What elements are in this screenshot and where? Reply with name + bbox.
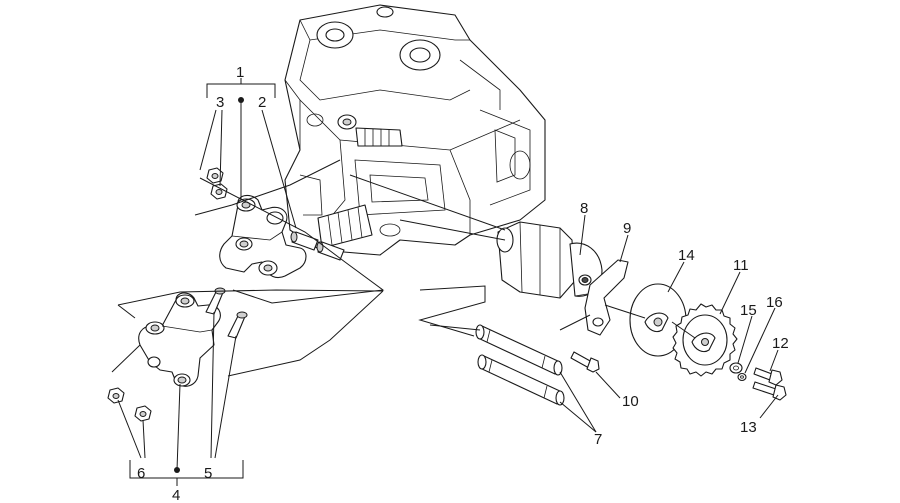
rocker-arm-upper (219, 194, 307, 279)
callout-1: 1 (236, 64, 244, 81)
cylinder-head (284, 4, 546, 256)
callout-12: 12 (772, 335, 789, 352)
leader-lines (111, 78, 779, 486)
camshaft-sprocket (672, 303, 738, 377)
callout-3: 3 (216, 94, 224, 111)
rocker-arm-lower (138, 292, 221, 387)
callout-14: 14 (678, 247, 695, 264)
callout-2: 2 (258, 94, 266, 111)
callout-10: 10 (622, 393, 639, 410)
washer-16 (737, 372, 747, 382)
dot-marker-upper (238, 97, 244, 103)
bolt-12 (753, 367, 783, 386)
rocker-shaft-upper (475, 324, 563, 376)
callout-5: 5 (204, 465, 212, 482)
callout-13: 13 (740, 419, 757, 436)
adjuster-screw-lower-b (227, 311, 248, 339)
nut-lower-left (107, 387, 125, 404)
dot-marker-lower (174, 467, 180, 473)
callout-8: 8 (580, 200, 588, 217)
callout-labels: 1 3 2 6 5 4 8 9 14 11 15 16 12 13 10 7 (137, 64, 789, 503)
bolt-13 (752, 381, 787, 401)
screw-10 (570, 351, 600, 373)
washer-15 (729, 362, 743, 374)
callout-16: 16 (766, 294, 783, 311)
rocker-shaft-lower (477, 354, 565, 406)
valve-springs (317, 114, 403, 249)
adjuster-screw-lower-a (205, 287, 226, 315)
callout-4: 4 (172, 487, 180, 503)
nut-lower-right (134, 405, 152, 422)
camshaft (496, 221, 603, 299)
adjuster-screw-upper-a (290, 231, 319, 251)
nut-upper-left (206, 167, 224, 184)
callout-6: 6 (137, 465, 145, 482)
nut-upper-right (210, 183, 228, 200)
callout-7: 7 (594, 431, 602, 448)
cam-disc (629, 283, 687, 357)
callout-11: 11 (733, 257, 749, 274)
callout-9: 9 (623, 220, 631, 237)
decompressor-plate (584, 259, 629, 336)
callout-15: 15 (740, 302, 757, 319)
